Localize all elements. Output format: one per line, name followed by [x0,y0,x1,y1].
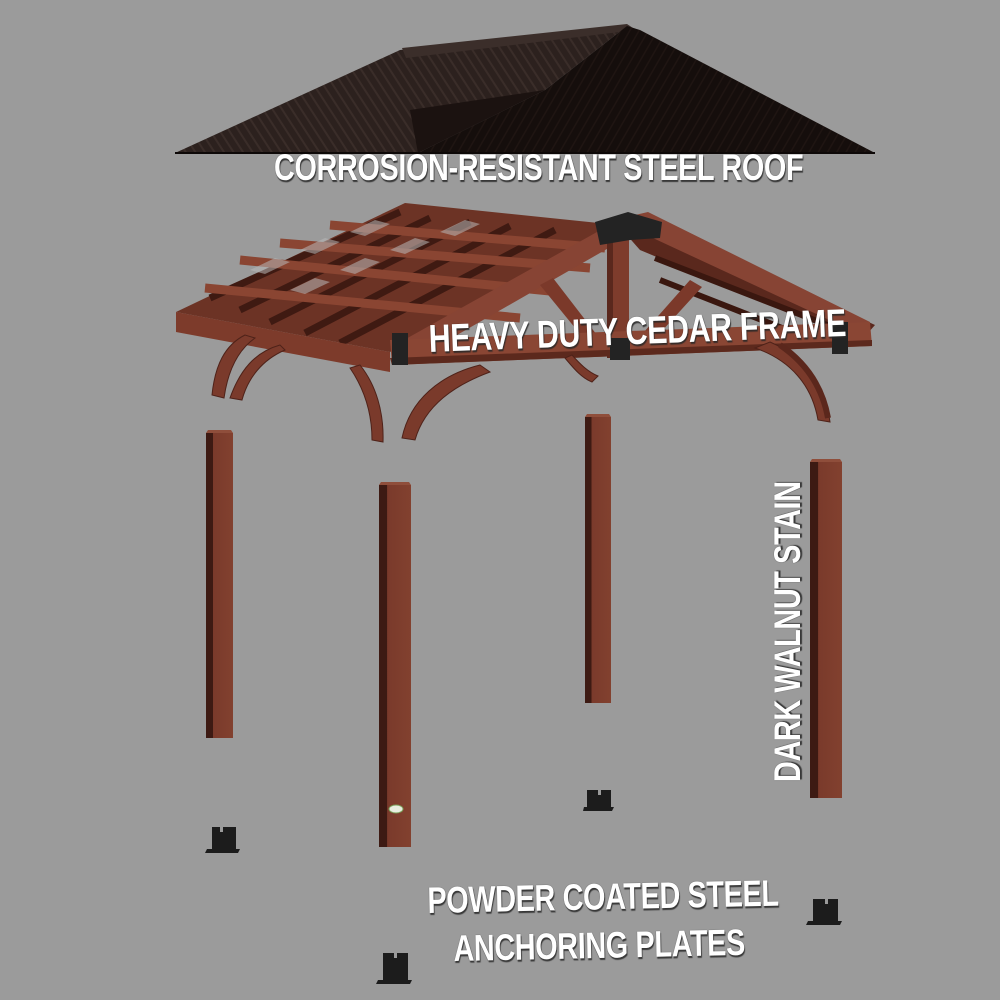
ridge-bracket [595,212,662,245]
cedar-frame [176,203,875,443]
cedar-post [379,482,411,847]
anchoring-plate [376,953,412,984]
anchoring-plate [806,899,842,925]
cedar-post [810,459,842,798]
label-walnut-stain: DARK WALNUT STAIN [767,481,808,782]
anchoring-plate [583,790,614,811]
label-steel-roof: CORROSION-RESISTANT STEEL ROOF [274,147,804,188]
badge-icon [388,804,404,814]
steel-roof [175,24,875,154]
cedar-post [585,414,611,703]
anchoring-plate [205,827,240,853]
label-anchoring-plates-line2: ANCHORING PLATES [453,921,746,969]
cedar-post [206,430,233,738]
